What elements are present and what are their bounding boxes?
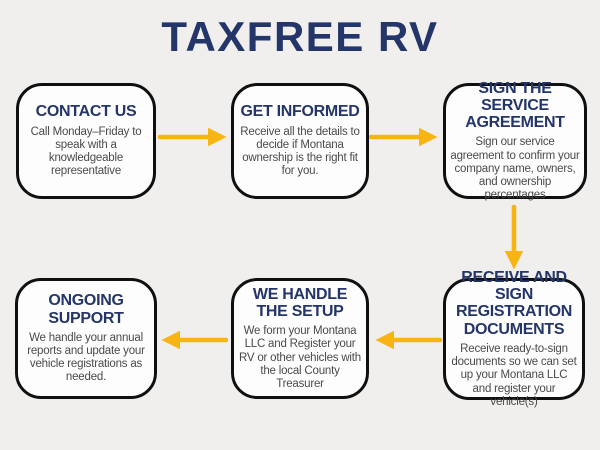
arrow-left-icon-setup-to-support bbox=[160, 329, 229, 351]
page-title: TAXFREE RV bbox=[161, 13, 439, 60]
step-box-ongoing-support: ONGOING SUPPORT We handle your annual re… bbox=[15, 278, 157, 399]
step-heading-receive-and-sign-registration-documents: RECEIVE AND SIGN REGISTRATION DOCUMENTS bbox=[455, 268, 573, 338]
step-box-receive-and-sign-registration-documents: RECEIVE AND SIGN REGISTRATION DOCUMENTS … bbox=[443, 269, 585, 408]
step-heading-we-handle-the-setup: WE HANDLE THE SETUP bbox=[252, 285, 348, 320]
step-body-contact-us: Call Monday–Friday to speak with a knowl… bbox=[30, 125, 142, 178]
arrow-left-icon-documents-to-setup bbox=[374, 329, 443, 351]
step-box-sign-the-service-agreement: SIGN THE SERVICE AGREEMENT Sign our serv… bbox=[443, 79, 587, 202]
step-heading-sign-the-service-agreement: SIGN THE SERVICE AGREEMENT bbox=[465, 79, 565, 132]
step-heading-get-informed: GET INFORMED bbox=[240, 103, 360, 121]
step-heading-contact-us: CONTACT US bbox=[35, 103, 137, 121]
arrow-right-icon-informed-to-agreement bbox=[368, 126, 439, 148]
arrow-down-icon-agreement-to-documents bbox=[503, 204, 525, 272]
step-body-get-informed: Receive all the details to decide if Mon… bbox=[240, 125, 360, 178]
step-box-we-handle-the-setup: WE HANDLE THE SETUP We form your Montana… bbox=[231, 278, 369, 399]
step-heading-ongoing-support: ONGOING SUPPORT bbox=[48, 292, 124, 327]
arrow-right-icon-contact-to-informed bbox=[157, 126, 228, 148]
step-body-ongoing-support: We handle your annual reports and update… bbox=[27, 331, 145, 384]
step-box-get-informed: GET INFORMED Receive all the details to … bbox=[231, 83, 369, 199]
step-box-contact-us: CONTACT US Call Monday–Friday to speak w… bbox=[16, 83, 156, 199]
step-body-receive-and-sign-registration-documents: Receive ready-to-sign documents so we ca… bbox=[451, 342, 577, 408]
step-body-we-handle-the-setup: We form your Montana LLC and Register yo… bbox=[239, 325, 361, 391]
step-body-sign-the-service-agreement: Sign our service agreement to confirm yo… bbox=[450, 136, 580, 202]
